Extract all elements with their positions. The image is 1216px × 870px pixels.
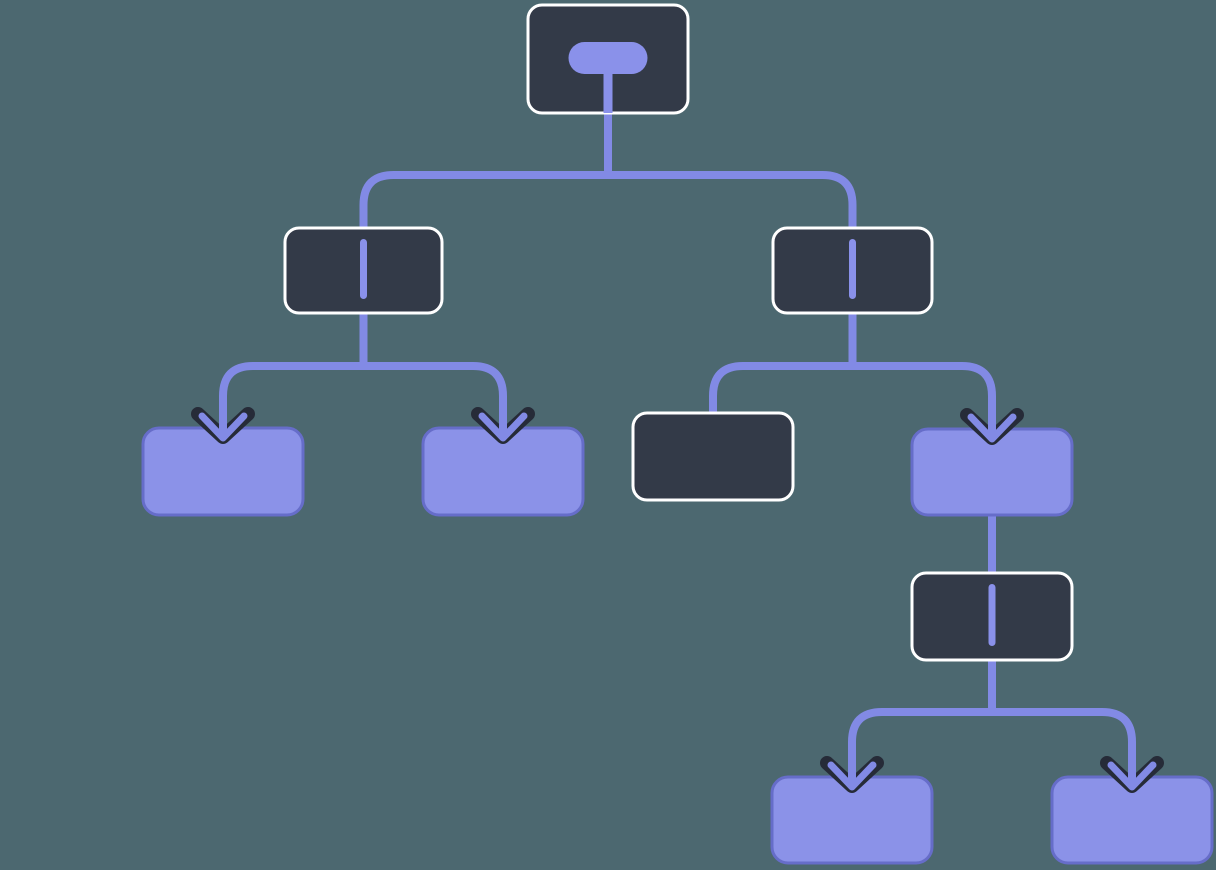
arrowhead-icon — [827, 761, 877, 791]
arrowhead-icon — [967, 413, 1017, 443]
arrowhead-icon — [478, 412, 528, 442]
tree-edge — [848, 313, 996, 435]
arrow-chevron-icon — [471, 398, 535, 444]
edge-layer — [219, 113, 1136, 783]
branch-node-right[interactable] — [771, 226, 934, 315]
arrow-layer — [191, 398, 1164, 793]
arrowhead-icon — [1107, 761, 1157, 791]
tree-edge — [359, 113, 612, 234]
tree-edge — [709, 313, 857, 419]
tree-edge — [219, 313, 368, 434]
tree-edge — [604, 113, 857, 234]
collapsed-bar-icon — [849, 239, 856, 299]
tree-edge — [848, 660, 996, 783]
arrow-chevron-icon — [820, 747, 884, 793]
plain-dark-node-body — [631, 411, 795, 502]
arrow-chevron-icon — [1100, 747, 1164, 793]
root-pill-icon — [568, 42, 648, 74]
collapsed-bar-icon — [988, 584, 996, 646]
arrow-chevron-icon — [191, 398, 255, 444]
plain-dark-node[interactable] — [631, 411, 795, 502]
branch-node-bottom[interactable] — [910, 571, 1074, 662]
arrow-chevron-icon — [960, 399, 1024, 445]
root-pill-stem — [603, 58, 613, 113]
tree-edge — [988, 660, 1136, 783]
root-node[interactable] — [526, 3, 690, 115]
node-layer — [141, 3, 1214, 865]
branch-node-left[interactable] — [283, 226, 444, 315]
collapsed-bar-icon — [360, 239, 367, 299]
tree-edge — [359, 313, 507, 434]
arrowhead-icon — [198, 412, 248, 442]
